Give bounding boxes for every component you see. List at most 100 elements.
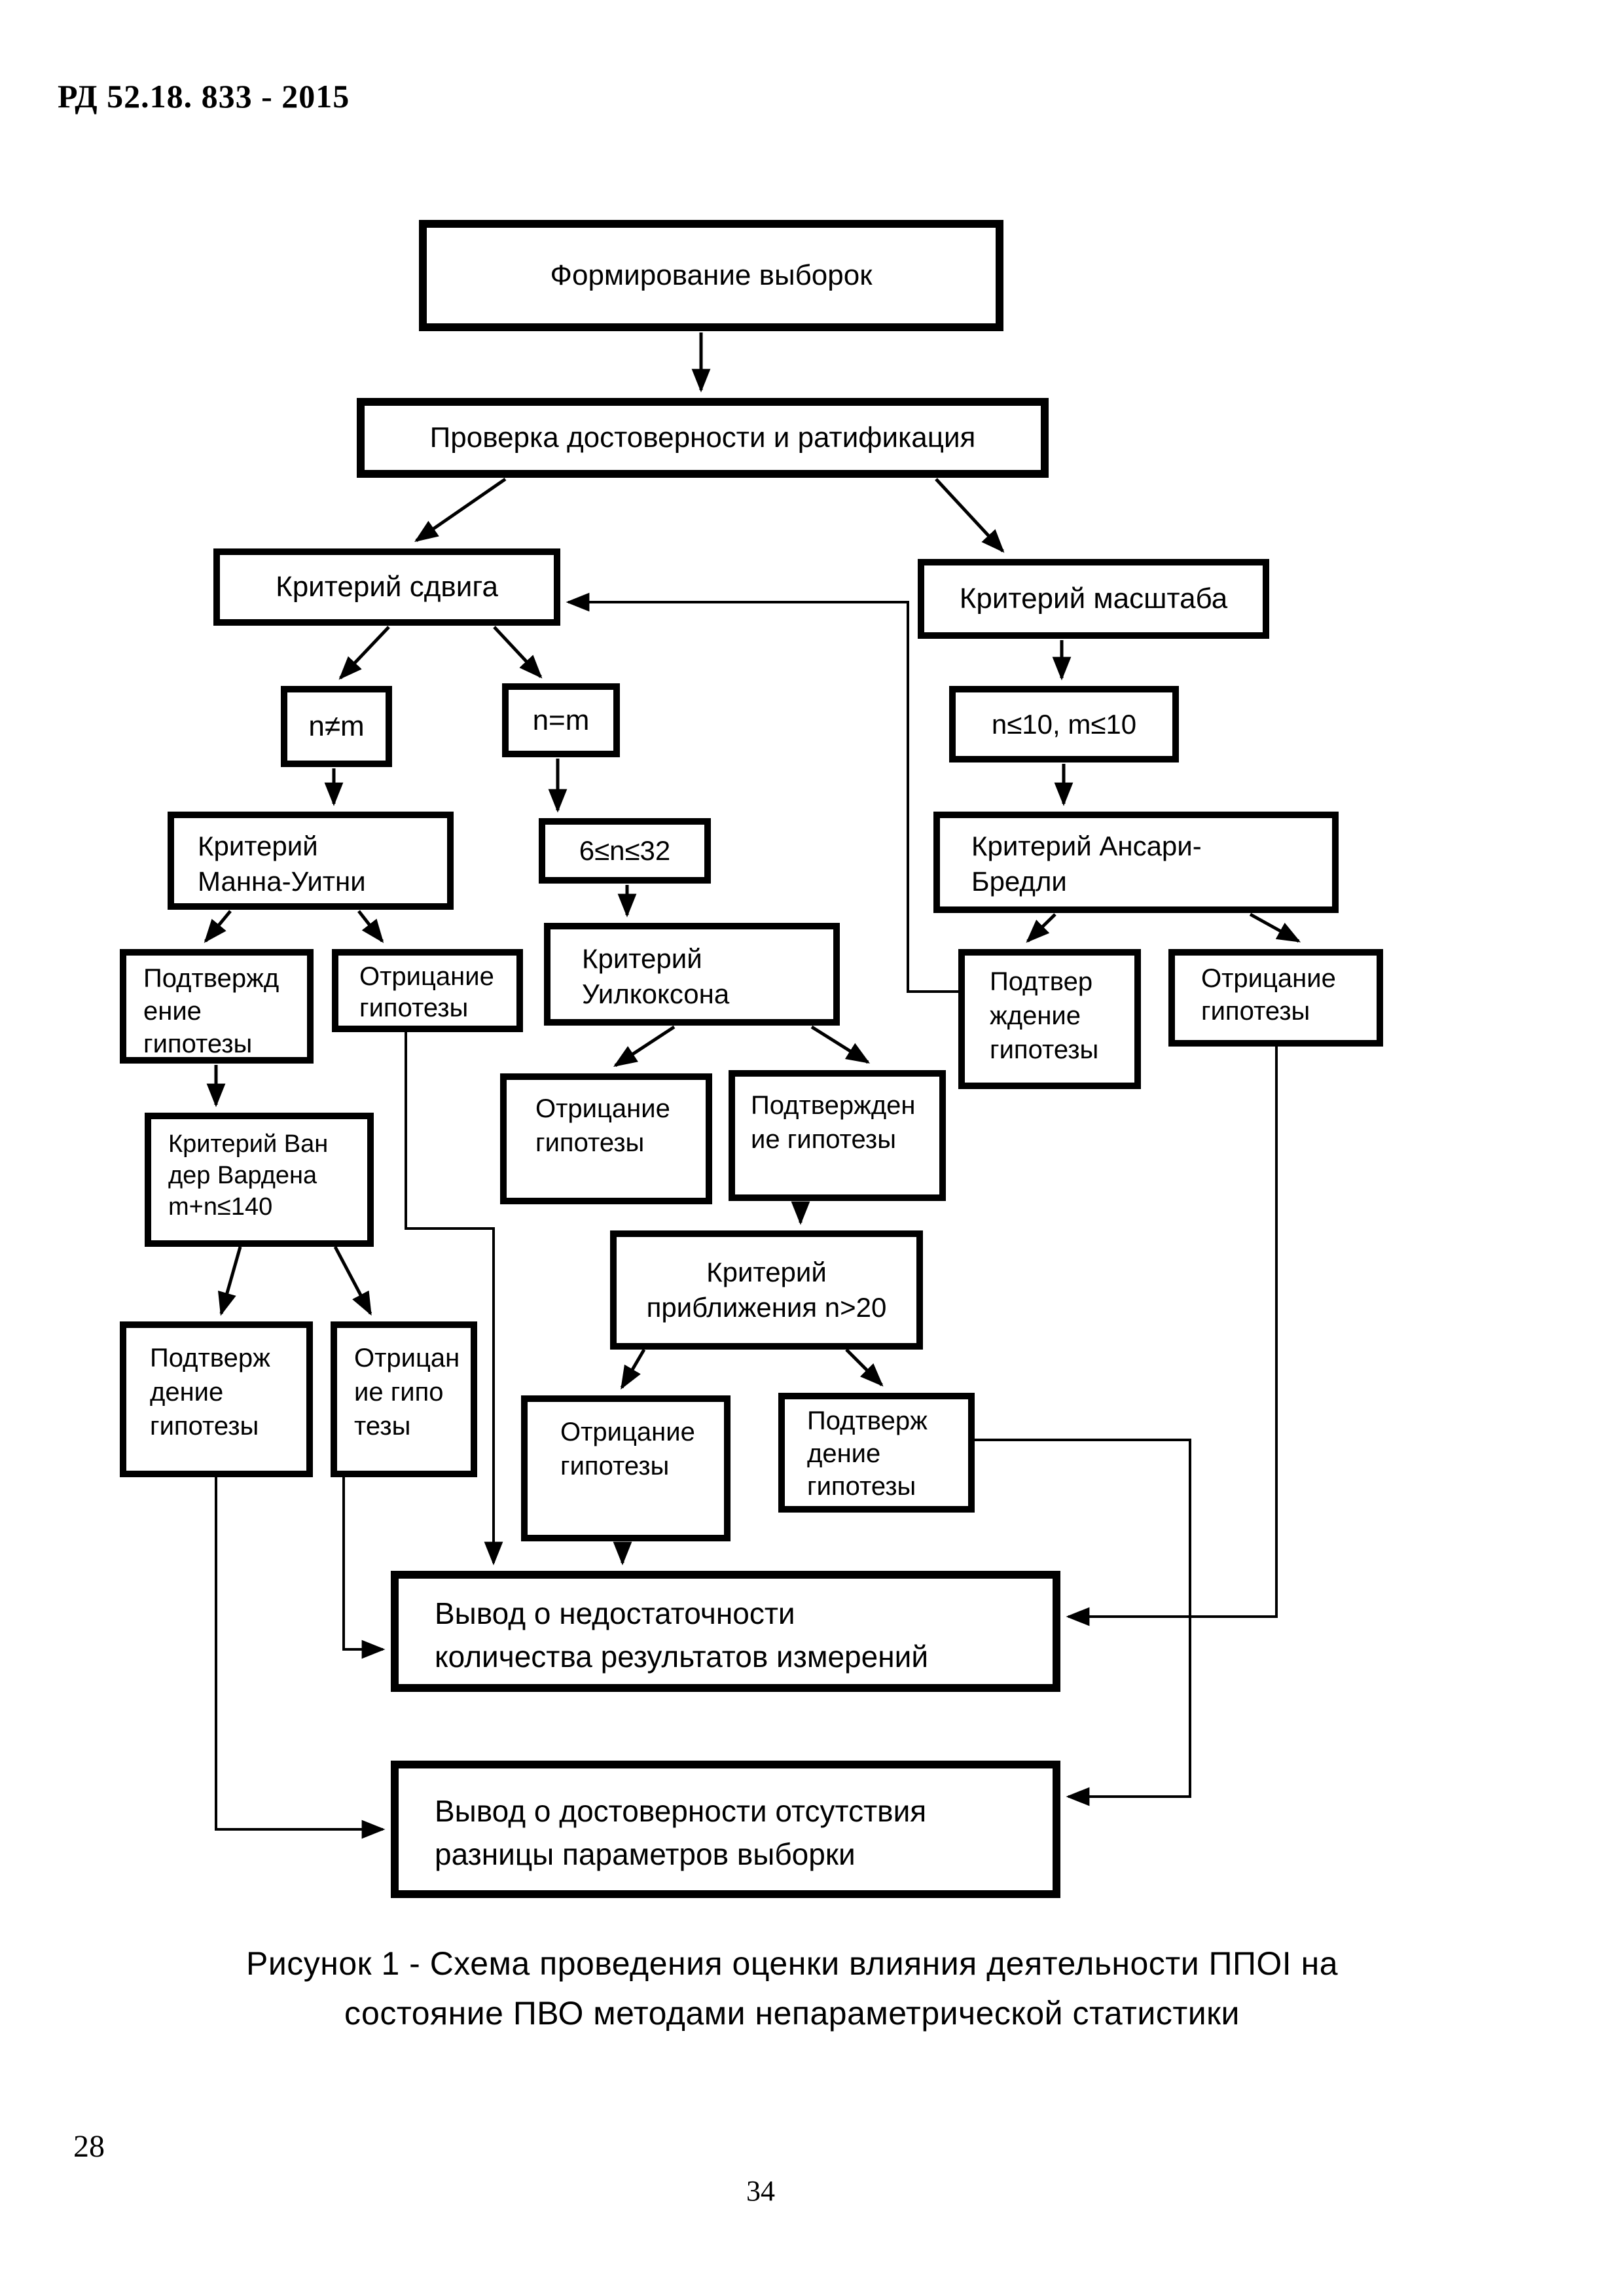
node-vdw-line: дер Вардена xyxy=(168,1162,317,1189)
node-n-ne-m: n≠m xyxy=(281,686,392,767)
arrow-verify-to-scale xyxy=(935,478,1005,553)
node-vdw-confirm-line: дение xyxy=(150,1378,224,1407)
node-ansari-bradley: Критерий Ансари- Бредли xyxy=(933,812,1339,913)
node-range-label: 6≤n≤32 xyxy=(579,835,671,866)
arrow-shift-to-n-ne-m xyxy=(338,626,390,680)
node-ap-confirm: Подтверж дение гипотезы xyxy=(778,1393,975,1513)
node-ansari-line: Бредли xyxy=(971,866,1067,897)
node-mann-whitney: Критерий Манна-Уитни xyxy=(168,812,454,910)
node-ap-reject-line: гипотезы xyxy=(560,1452,670,1480)
arrow-vdw-to-reject xyxy=(333,1246,372,1316)
node-scale-criterion: Критерий масштаба xyxy=(918,559,1269,639)
arrow-approx-to-confirm xyxy=(845,1348,884,1387)
node-ab-reject: Отрицание гипотезы xyxy=(1168,949,1383,1047)
node-ap-confirm-line: дение xyxy=(807,1439,881,1468)
node-vdw-confirm-line: Подтверж xyxy=(150,1344,270,1372)
node-ap-reject-line: Отрицание xyxy=(560,1418,695,1446)
route-vdw-reject-to-insufficient xyxy=(342,1477,386,1659)
node-n-eq-m-label: n=m xyxy=(532,704,590,736)
node-mw-confirm-line: гипотезы xyxy=(143,1030,253,1058)
node-w-confirm: Подтвержден ие гипотезы xyxy=(729,1070,946,1201)
arrow-ansari-to-confirm xyxy=(1026,913,1056,943)
route-vdw-confirm-to-no-difference xyxy=(215,1477,386,1839)
node-ap-confirm-line: гипотезы xyxy=(807,1472,916,1501)
page-number-corner: 28 xyxy=(73,2129,105,2164)
node-concl-insufficient-line: Вывод о недостаточности xyxy=(435,1596,795,1630)
node-verify: Проверка достоверности и ратификация xyxy=(357,398,1049,478)
node-vdw-line: m+n≤140 xyxy=(168,1193,273,1221)
node-concl-insufficient-line: количества результатов измерений xyxy=(435,1640,929,1674)
page-number-center: 34 xyxy=(746,2175,775,2207)
node-ab-confirm-line: Подтвер xyxy=(990,967,1093,996)
node-wilcoxon: Критерий Уилкоксона xyxy=(544,923,840,1026)
node-ab-reject-line: Отрицание xyxy=(1201,964,1336,993)
figure-caption: Рисунок 1 - Схема проведения оценки влия… xyxy=(0,1939,1584,2038)
node-wilcoxon-line: Критерий xyxy=(582,943,702,974)
node-vdw-reject-line: Отрицан xyxy=(354,1344,460,1372)
document-code-header: РД 52.18. 833 - 2015 xyxy=(58,78,350,115)
arrow-verify-to-shift xyxy=(414,477,507,543)
node-approx-criterion: Критерий приближения n>20 xyxy=(610,1230,923,1350)
arrow-ansari-to-reject xyxy=(1249,912,1301,943)
node-forming: Формирование выборок xyxy=(419,220,1003,331)
node-mw-reject: Отрицание гипотезы xyxy=(332,949,523,1032)
arrow-vdw-to-confirm xyxy=(218,1246,242,1316)
node-n-m-le-10-label: n≤10, m≤10 xyxy=(991,708,1137,740)
node-n-ne-m-label: n≠m xyxy=(308,710,365,742)
node-van-der-waerden: Критерий Ван дер Вардена m+n≤140 xyxy=(145,1113,374,1247)
node-mw-confirm-line: Подтвержд xyxy=(143,964,280,993)
arrow-mann-to-reject xyxy=(357,910,384,943)
arrow-wilcoxon-to-confirm xyxy=(810,1025,871,1064)
route-ab-reject-to-insufficient xyxy=(1066,1047,1278,1626)
figure-caption-line2: состояние ПВО методами непараметрической… xyxy=(344,1995,1240,2032)
node-n-eq-m: n=m xyxy=(502,683,620,757)
node-w-reject-line: Отрицание xyxy=(535,1094,670,1123)
node-concl-no-difference-line: Вывод о достоверности отсутствия xyxy=(435,1794,927,1828)
node-ap-reject: Отрицание гипотезы xyxy=(521,1395,731,1541)
node-wilcoxon-line: Уилкоксона xyxy=(582,978,730,1009)
node-mann-line: Манна-Уитни xyxy=(198,866,366,897)
node-mw-confirm-line: ение xyxy=(143,997,202,1026)
node-ab-confirm-line: гипотезы xyxy=(990,1035,1099,1064)
node-ansari-line: Критерий Ансари- xyxy=(971,831,1202,861)
node-vdw-confirm: Подтверж дение гипотезы xyxy=(120,1321,313,1477)
node-vdw-confirm-line: гипотезы xyxy=(150,1412,259,1441)
node-approx-line: Критерий xyxy=(706,1257,827,1287)
node-w-confirm-line: ие гипотезы xyxy=(751,1125,896,1154)
node-ap-confirm-line: Подтверж xyxy=(807,1407,928,1435)
node-vdw-reject-line: ие гипо xyxy=(354,1378,444,1407)
node-approx-line: приближения n>20 xyxy=(646,1292,887,1323)
arrow-wilcoxon-to-reject xyxy=(613,1025,676,1067)
route-mw-reject-to-insufficient xyxy=(405,1032,503,1566)
node-mann-line: Критерий xyxy=(198,831,318,861)
arrow-approx-to-reject xyxy=(620,1348,646,1390)
node-vdw-line: Критерий Ван xyxy=(168,1130,329,1158)
node-ab-confirm: Подтвер ждение гипотезы xyxy=(958,949,1141,1089)
node-verify-label: Проверка достоверности и ратификация xyxy=(429,422,976,454)
route-ab-confirm-to-shift xyxy=(566,592,958,993)
node-forming-label: Формирование выборок xyxy=(550,259,873,291)
arrow-shift-to-n-eq-m xyxy=(493,626,543,679)
node-ab-reject-line: гипотезы xyxy=(1201,997,1310,1026)
node-scale-label: Критерий масштаба xyxy=(959,583,1228,615)
node-conclusion-no-difference: Вывод о достоверности отсутствия разницы… xyxy=(391,1761,1060,1898)
node-w-confirm-line: Подтвержден xyxy=(751,1091,916,1120)
node-mw-confirm: Подтвержд ение гипотезы xyxy=(120,949,314,1064)
node-conclusion-insufficient: Вывод о недостаточности количества резул… xyxy=(391,1571,1060,1692)
node-ab-confirm-line: ждение xyxy=(990,1001,1081,1030)
figure-caption-line1: Рисунок 1 - Схема проведения оценки влия… xyxy=(245,1945,1338,1982)
node-concl-no-difference-line: разницы параметров выборки xyxy=(435,1837,856,1871)
node-mw-reject-line: гипотезы xyxy=(359,994,469,1022)
node-w-reject-line: гипотезы xyxy=(535,1128,645,1157)
node-shift-label: Критерий сдвига xyxy=(276,571,498,603)
node-shift-criterion: Критерий сдвига xyxy=(213,548,560,626)
node-vdw-reject-line: тезы xyxy=(354,1412,411,1441)
route-ap-confirm-to-no-difference xyxy=(975,1439,1191,1806)
node-n-m-le-10: n≤10, m≤10 xyxy=(949,686,1179,762)
node-mw-reject-line: Отрицание xyxy=(359,962,494,991)
node-w-reject: Отрицание гипотезы xyxy=(500,1073,712,1204)
node-range-6-32: 6≤n≤32 xyxy=(539,818,711,884)
arrow-mann-to-confirm xyxy=(204,910,232,943)
